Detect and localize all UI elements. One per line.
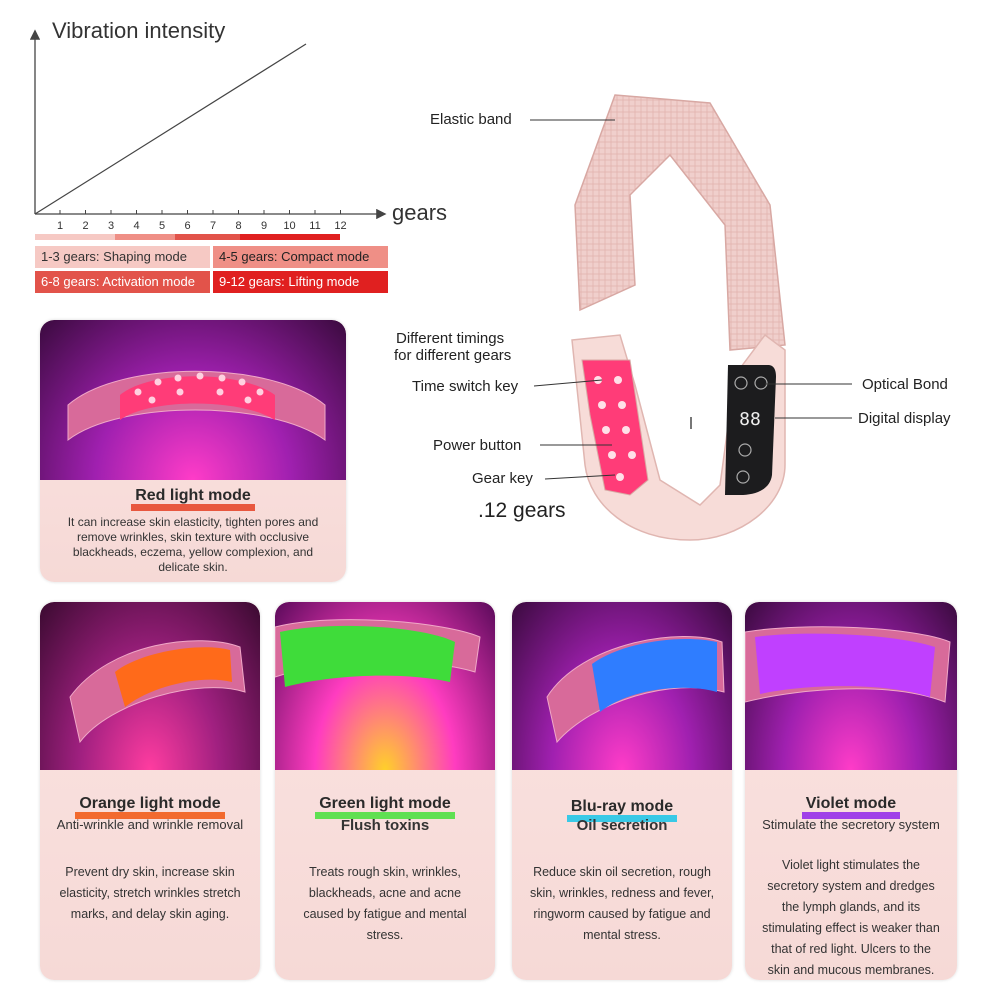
x-tick-label: 12 [334,220,346,232]
x-tick-label: 2 [82,220,88,232]
power-button-label: Power button [433,437,522,454]
optical-bond-label: Optical Bond [862,376,948,393]
blue-mode-title: Blu-ray mode [566,798,678,822]
gear-key-label: Gear key [472,470,533,487]
x-axis-label: gears [392,200,448,225]
x-tick-label: 5 [159,220,165,232]
violet-mode-desc: Violet light stimulates the secretory sy… [762,858,940,977]
digital-display: 88 [739,409,761,430]
time-switch-key-label: Time switch key [412,378,519,395]
x-tick-label: 10 [283,220,295,232]
y-axis-label: Vibration intensity [52,18,226,43]
blue-mode-card: Blu-ray mode Oil secretion Reduce skin o… [512,602,732,980]
blue-mode-title-wrap: Blu-ray mode [512,798,732,822]
x-tick-label: 6 [184,220,190,232]
timings-label-line2: for different gears [394,347,512,364]
gears-count-label: .12 gears [478,499,566,522]
control-panel [725,365,776,495]
green-mode-subtitle: Flush toxins [340,817,430,834]
indicator-slot [690,417,692,429]
red-mode-title: Red light mode [131,487,255,511]
violet-mode-title-wrap: Violet mode [745,795,957,819]
red-mode-title-wrap: Red light mode [40,487,346,511]
digital-display-label: Digital display [858,410,951,427]
orange-mode-title: Orange light mode [75,795,225,819]
red-mode-photo [40,320,346,480]
orange-mode-subtitle: Anti-wrinkle and wrinkle removal [56,817,244,832]
blue-mode-photo [512,602,732,770]
x-tick-label: 1 [57,220,63,232]
x-tick-label: 3 [108,220,114,232]
callout-lines [530,119,852,480]
compact-range-bar [115,234,175,240]
orange-mode-card: Orange light mode Anti-wrinkle and wrink… [40,602,260,980]
violet-mode-subtitle: Stimulate the secretory system [762,817,940,832]
violet-mode-title: Violet mode [801,795,901,819]
green-mode-title: Green light mode [315,795,455,819]
legend-shaping: 1-3 gears: Shaping mode [35,246,210,268]
activation-range-bar [175,234,240,240]
shaping-range-bar [35,234,115,240]
v-line-device: 88 [571,94,786,541]
x-tick-label: 9 [261,220,267,232]
violet-mode-photo [745,602,957,770]
red-mode-card: Red light mode It can increase skin elas… [40,320,346,582]
x-tick-label: 4 [133,220,139,232]
x-tick-label: 7 [210,220,216,232]
power-button-icon[interactable] [738,443,752,457]
gear-key-icon[interactable] [736,470,750,484]
timings-label-line1: Different timings [396,330,505,347]
green-mode-title-wrap: Green light mode [275,795,495,819]
orange-mode-photo [40,602,260,770]
blue-mode-desc: Reduce skin oil secretion, rough skin, w… [529,865,715,942]
intensity-line [34,43,307,215]
x-tick-label: 11 [309,220,320,232]
violet-mode-card: Violet mode Stimulate the secretory syst… [745,602,957,980]
red-mode-desc: It can increase skin elasticity, tighten… [67,515,319,574]
orange-mode-desc: Prevent dry skin, increase skin elastici… [59,865,241,921]
lifting-range-bar [240,234,340,240]
led-pad [581,359,649,496]
green-mode-photo [275,602,495,770]
blue-mode-subtitle: Oil secretion [576,817,668,834]
optical-bond-key-icon[interactable] [754,376,768,390]
green-mode-card: Green light mode Flush toxins Treats rou… [275,602,495,980]
legend-compact: 4-5 gears: Compact mode [213,246,388,268]
legend-activation: 6-8 gears: Activation mode [35,271,210,293]
green-mode-desc: Treats rough skin, wrinkles, blackheads,… [303,865,467,942]
elastic-band [574,94,786,351]
orange-mode-title-wrap: Orange light mode [40,795,260,819]
time-switch-key-icon[interactable] [734,376,748,390]
x-tick-label: 8 [235,220,241,232]
legend-lifting: 9-12 gears: Lifting mode [213,271,388,293]
elastic-band-label: Elastic band [430,111,512,128]
